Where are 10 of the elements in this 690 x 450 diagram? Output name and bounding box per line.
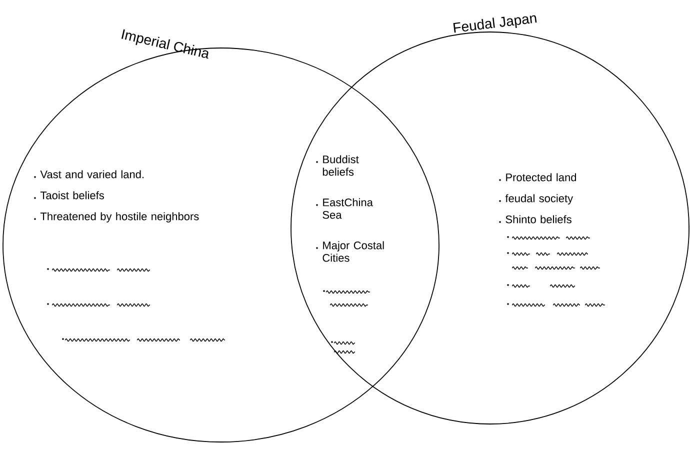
bullet-item: Vast and varied land.: [34, 170, 144, 178]
bullet-item: Major Costal Cities: [316, 241, 384, 262]
bullet-item: Protected land: [499, 173, 576, 182]
bullet-item: EastChina Sea: [316, 198, 373, 219]
bullet-item: feudal society: [499, 194, 574, 204]
bullet-item: Shinto beliefs: [499, 215, 572, 224]
bullet-item: Buddist beliefs: [316, 155, 359, 176]
circle-heading: Feudal Japan: [453, 15, 537, 33]
bullet-item: Threatened by hostile neighbors: [34, 212, 199, 222]
bullet-item: Taoist beliefs: [34, 191, 104, 200]
